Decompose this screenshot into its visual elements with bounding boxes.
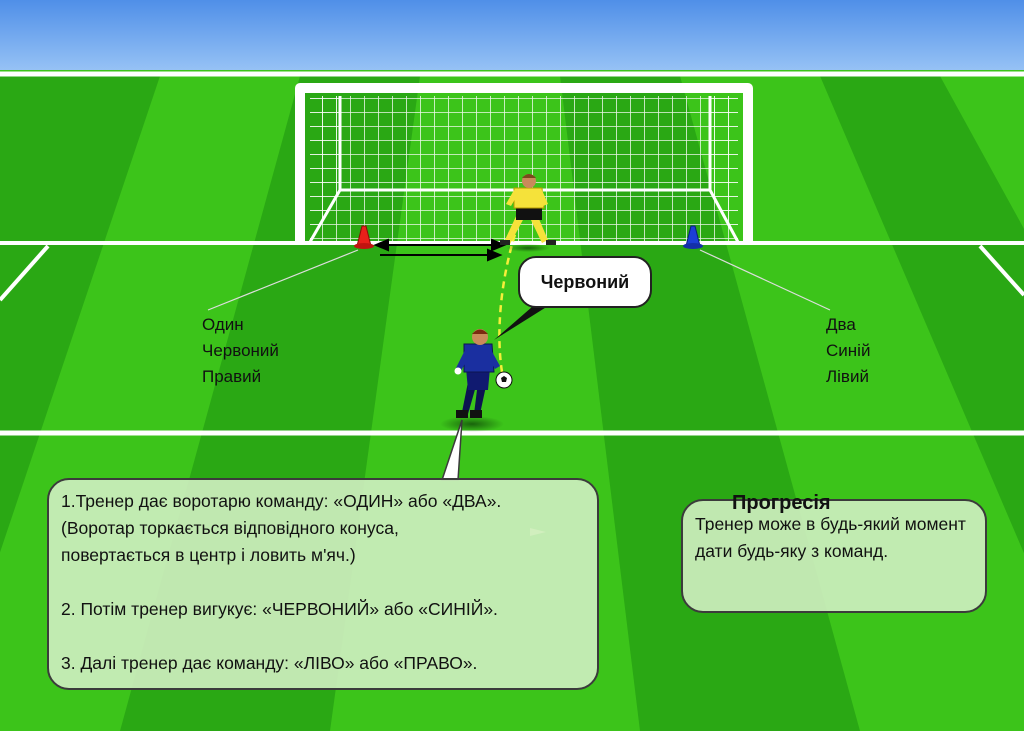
- goal: [295, 83, 753, 244]
- left-cone-pointer: [207, 249, 359, 311]
- instruction-spacer: [61, 569, 585, 596]
- coach: [440, 329, 504, 432]
- right-cone-pointer: [699, 249, 831, 311]
- progression-box: Тренер може в будь-який момент дати будь…: [681, 499, 987, 613]
- goal-net: [310, 96, 738, 242]
- cone-right-label-3: Лівий: [826, 367, 869, 386]
- cone-left-label-1: Один: [202, 315, 244, 334]
- instruction-line-3: повертається в центр і ловить м'яч.): [61, 545, 356, 565]
- blue-cone: [683, 225, 703, 249]
- instruction-line-1: 1.Тренер дає воротарю команду: «ОДИН» аб…: [61, 491, 502, 511]
- progression-text: Тренер може в будь-який момент дати будь…: [695, 514, 966, 561]
- goal-net-back: [310, 96, 340, 242]
- sky: [0, 0, 1024, 76]
- ball-path: [498, 199, 530, 373]
- cone-left-label-2: Червоний: [202, 341, 279, 360]
- color-callout: Червоний: [518, 256, 652, 308]
- callout-pointer: [494, 300, 548, 340]
- movement-arrows: [373, 238, 507, 262]
- field-lines: [0, 71, 1024, 436]
- cone-right-labels: Два Синій Лівий: [826, 312, 870, 390]
- instruction-line-4: 2. Потім тренер вигукує: «ЧЕРВОНИЙ» або …: [61, 599, 498, 619]
- instruction-spacer-2: [61, 623, 585, 650]
- goalkeeper: [500, 174, 556, 252]
- progression-title: Прогресія: [732, 492, 831, 514]
- instructions-box: 1.Тренер дає воротарю команду: «ОДИН» аб…: [47, 478, 599, 690]
- goal-net-side: [710, 96, 738, 242]
- cone-left-label-3: Правий: [202, 367, 262, 386]
- goal-frame: [295, 83, 753, 244]
- instruction-line-5: 3. Далі тренер дає команду: «ЛІВО» або «…: [61, 653, 478, 673]
- red-cone: [354, 225, 374, 249]
- instruction-line-2: (Воротар торкається відповідного конуса,: [61, 518, 399, 538]
- cone-right-label-1: Два: [826, 315, 856, 334]
- cone-left-labels: Один Червоний Правий: [202, 312, 279, 390]
- cone-right-label-2: Синій: [826, 341, 871, 360]
- ball: [495, 371, 513, 389]
